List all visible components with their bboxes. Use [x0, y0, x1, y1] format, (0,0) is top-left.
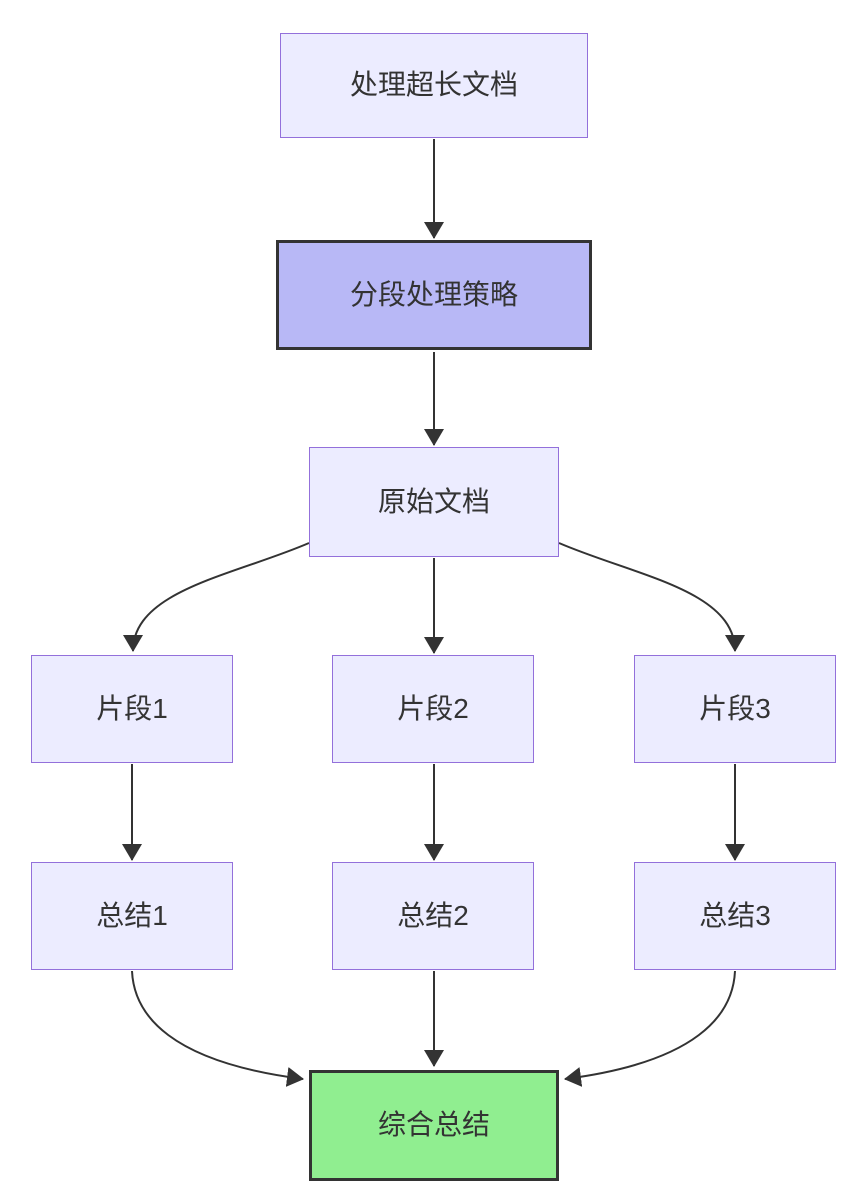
node-fragment-2-label: 片段2: [397, 692, 469, 724]
node-original-doc: 原始文档: [309, 447, 559, 557]
node-process-long-doc: 处理超长文档: [280, 33, 588, 138]
edge-summary1-final: [131, 970, 304, 1087]
node-fragment-2: 片段2: [332, 655, 534, 763]
node-process-long-doc-label: 处理超长文档: [349, 69, 518, 101]
edge-originaldoc-fragment3: [558, 542, 745, 652]
node-summary-2-label: 总结2: [397, 899, 469, 931]
node-final-summary-label: 综合总结: [377, 1109, 490, 1141]
edge-summary3-final: [564, 970, 736, 1087]
node-fragment-1: 片段1: [31, 655, 233, 763]
node-segment-strategy-label: 分段处理策略: [349, 278, 518, 310]
node-summary-1-label: 总结1: [96, 899, 168, 931]
node-summary-2: 总结2: [332, 862, 534, 970]
node-summary-3-label: 总结3: [699, 899, 771, 931]
node-original-doc-label: 原始文档: [377, 485, 490, 517]
node-fragment-3-label: 片段3: [699, 692, 771, 724]
node-fragment-1-label: 片段1: [96, 692, 168, 724]
edge-originaldoc-fragment1: [123, 542, 310, 652]
node-fragment-3: 片段3: [634, 655, 836, 763]
node-summary-1: 总结1: [31, 862, 233, 970]
node-segment-strategy: 分段处理策略: [276, 240, 592, 350]
node-final-summary: 综合总结: [309, 1070, 559, 1181]
node-summary-3: 总结3: [634, 862, 836, 970]
